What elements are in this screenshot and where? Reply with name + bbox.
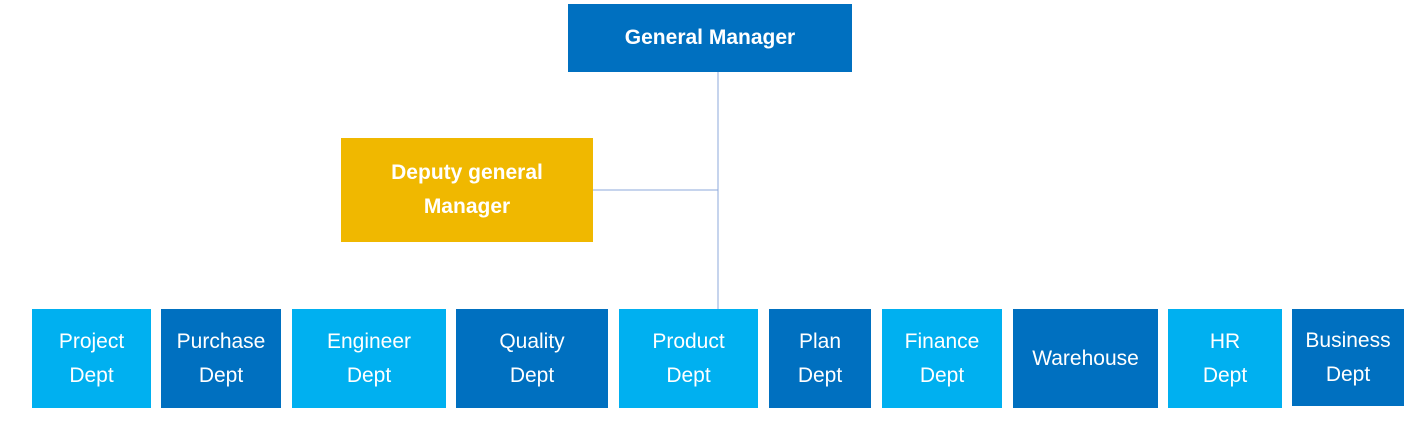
dept-plan: Plan Dept	[769, 309, 871, 408]
deputy-general-manager-label: Deputy general Manager	[391, 161, 543, 218]
dept-quality: Quality Dept	[456, 309, 608, 408]
dept-hr: HR Dept	[1168, 309, 1282, 408]
dept-business: Business Dept	[1292, 309, 1404, 406]
dept-product: Product Dept	[619, 309, 758, 408]
general-manager-label: General Manager	[624, 26, 796, 49]
dept-label: Purchase Dept	[176, 329, 266, 387]
dept-label: Project Dept	[58, 329, 125, 387]
dept-label: Plan Dept	[797, 329, 843, 387]
dept-label: Product Dept	[652, 329, 725, 387]
general-manager-box: General Manager	[568, 4, 852, 72]
dept-label: Warehouse	[1032, 346, 1139, 370]
dept-engineer: Engineer Dept	[292, 309, 446, 408]
dept-purchase: Purchase Dept	[161, 309, 281, 408]
dept-label: HR Dept	[1202, 329, 1248, 387]
deputy-general-manager-box: Deputy general Manager	[341, 138, 593, 242]
dept-project: Project Dept	[32, 309, 151, 408]
dept-warehouse: Warehouse	[1013, 309, 1158, 408]
dept-label: Engineer Dept	[326, 329, 412, 387]
dept-label: Quality Dept	[499, 329, 565, 387]
dept-label: Finance Dept	[904, 329, 980, 387]
dept-label: Business Dept	[1305, 328, 1391, 386]
dept-finance: Finance Dept	[882, 309, 1002, 408]
